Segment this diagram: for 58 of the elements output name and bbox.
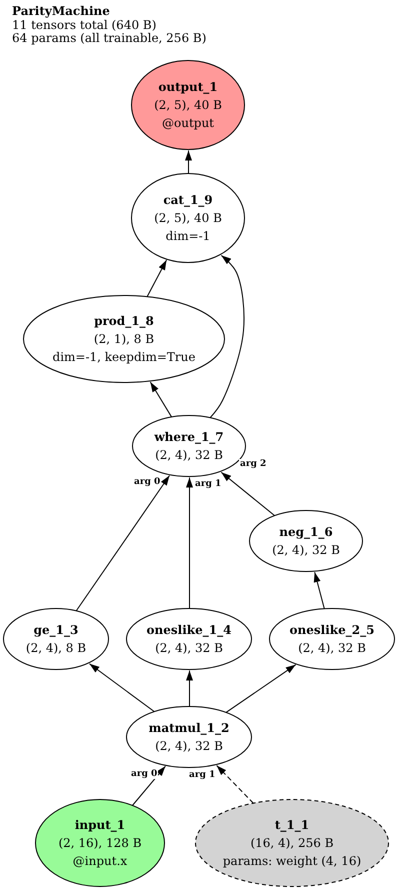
node-annotation: dim=-1 [166,228,210,245]
arrow [146,260,168,298]
arrow [314,572,325,610]
node-name: oneslike_1_4 [146,622,232,639]
tensor-node [126,706,252,768]
arrow [132,766,166,806]
node-annotation: @input.x [72,853,128,870]
arrow [186,670,193,707]
tensor-size: (2, 4), 32 B [272,542,340,559]
tensor-node [249,510,363,572]
edge-label: arg 1 [194,479,222,489]
arrow [226,664,296,713]
tensor-node [126,608,252,670]
arrow [76,475,170,612]
arrow [210,254,244,418]
node-annotation: dim=-1, keepdim=True [52,349,196,366]
node-name: ge_1_3 [34,622,78,639]
tensor-size: (2, 4), 8 B [26,640,86,657]
summary-text: 64 params (all trainable, 256 B) [12,32,206,46]
edge-label: arg 0 [130,769,158,779]
tensor-size: (2, 5), 40 B [154,97,222,114]
arrow [220,472,276,516]
arrow [185,150,192,174]
tensor-size: (2, 4), 32 B [155,640,223,657]
arrow [216,764,254,804]
tensor-size: (2, 4), 32 B [155,738,223,755]
tensor-node [35,799,165,887]
summary-text: 11 tensors total (640 B) [12,18,156,32]
tensor-size: (2, 1), 8 B [94,331,154,348]
node-name: oneslike_2_5 [290,622,374,639]
tensor-size: (2, 4), 32 B [155,447,223,464]
tensor-node [131,60,245,150]
tensor-size: (2, 5), 40 B [154,210,222,227]
edge-label: arg 2 [239,459,268,469]
node-name: cat_1_9 [163,192,213,209]
tensor-size: (2, 4), 32 B [298,640,366,657]
node-name: where_1_7 [154,429,224,446]
node-annotation: params: weight (4, 16) [222,853,362,870]
arrow [88,663,156,712]
tensor-node [3,608,109,670]
tensor-node [195,799,389,887]
node-name: input_1 [74,817,126,834]
arrow [186,477,193,609]
tensor-node [23,295,225,383]
node-name: neg_1_6 [279,524,333,541]
node-name: matmul_1_2 [148,720,230,737]
tensor-size: (2, 16), 128 B [58,835,142,852]
tensor-node [131,173,245,263]
tensor-node [269,608,395,670]
node-annotation: @output [162,115,214,132]
arrow [150,382,172,418]
edge-label: arg 1 [188,770,216,780]
edge-label: arg 0 [133,477,162,487]
node-name: t_1_1 [274,817,310,834]
diagram-title: ParityMachine [12,5,110,18]
tensor-size: (16, 4), 256 B [250,835,334,852]
node-name: output_1 [158,79,218,96]
node-name: prod_1_8 [94,313,154,330]
